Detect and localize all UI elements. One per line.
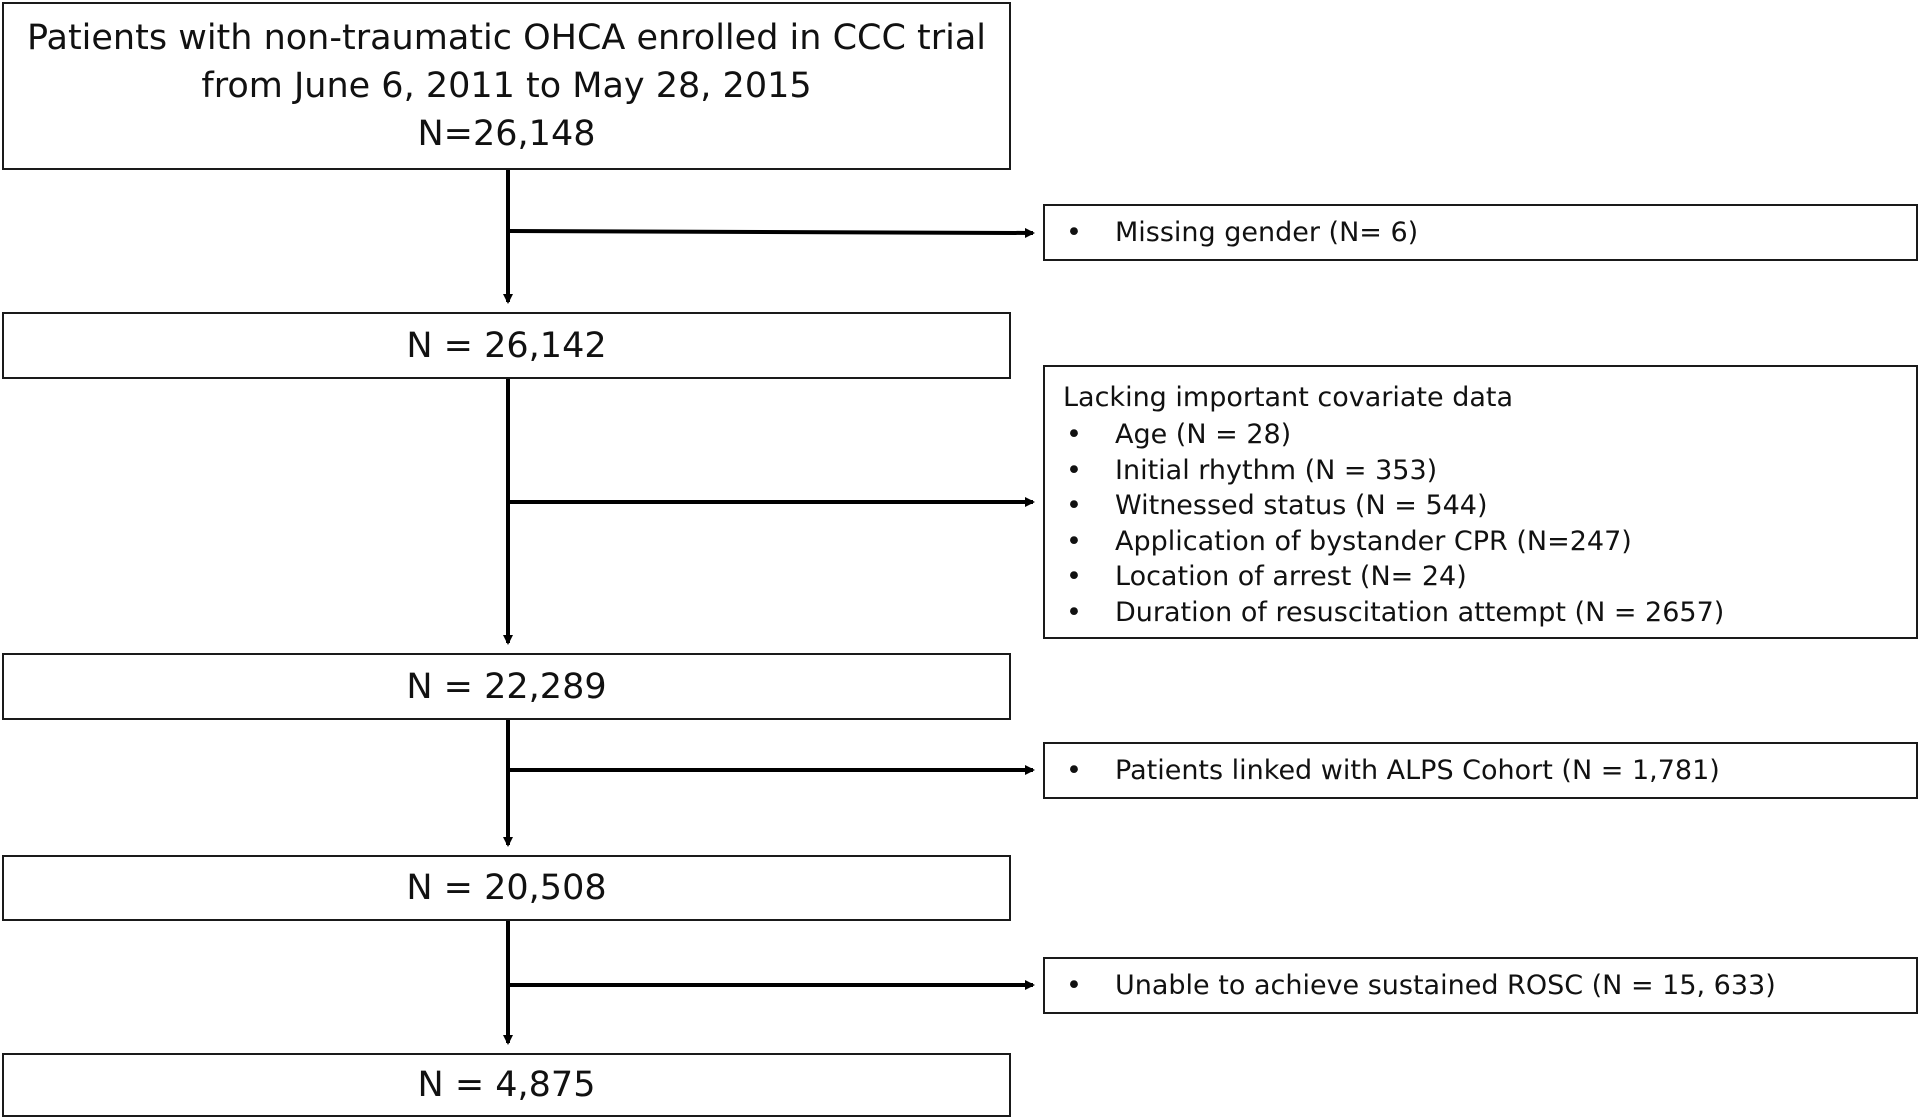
enrollment-count: N=26,148 (417, 114, 596, 154)
bullet-icon: • (1066, 454, 1082, 486)
list-item: • Missing gender (N= 6) (1063, 215, 1418, 251)
exclusion-box-missing-gender: • Missing gender (N= 6) (1043, 204, 1918, 261)
bullet-icon: • (1066, 754, 1082, 786)
list-item: • Age (N = 28) (1063, 417, 1916, 453)
list-item: • Unable to achieve sustained ROSC (N = … (1063, 968, 1776, 1004)
bullet-icon: • (1066, 596, 1082, 628)
exclusion-item-text: Age (N = 28) (1115, 419, 1292, 450)
step-box-1: N = 26,142 (2, 312, 1011, 379)
enrollment-line-1: Patients with non-traumatic OHCA enrolle… (26, 18, 987, 58)
enrollment-box: Patients with non-traumatic OHCA enrolle… (2, 2, 1011, 170)
exclusion-box-rosc: • Unable to achieve sustained ROSC (N = … (1043, 957, 1918, 1014)
exclusion-item-text: Unable to achieve sustained ROSC (N = 15… (1115, 969, 1776, 1001)
step-box-3: N = 20,508 (2, 855, 1011, 921)
list-item: • Patients linked with ALPS Cohort (N = … (1063, 753, 1720, 789)
final-box: N = 4,875 (2, 1053, 1011, 1117)
step-count-1: N = 26,142 (406, 325, 607, 366)
list-item: • Application of bystander CPR (N=247) (1063, 524, 1916, 560)
exclusion-list-3: • Patients linked with ALPS Cohort (N = … (1063, 753, 1720, 789)
list-item: • Duration of resuscitation attempt (N =… (1063, 595, 1916, 631)
exclusion-item-text: Initial rhythm (N = 353) (1115, 454, 1438, 486)
bullet-icon: • (1066, 969, 1082, 1001)
exclusion-list-4: • Unable to achieve sustained ROSC (N = … (1063, 968, 1776, 1004)
list-item: • Location of arrest (N= 24) (1063, 559, 1916, 595)
bullet-icon: • (1066, 525, 1082, 557)
bullet-icon: • (1066, 216, 1082, 248)
exclusion-item-text: Application of bystander CPR (N=247) (1115, 525, 1632, 557)
exclusion-list-1: • Missing gender (N= 6) (1063, 215, 1418, 251)
exclusion-heading: Lacking important covariate data (1063, 382, 1514, 413)
exclusion-item-text: Witnessed status (N = 544) (1115, 490, 1488, 521)
list-item: • Initial rhythm (N = 353) (1063, 453, 1916, 489)
enrollment-line-2: from June 6, 2011 to May 28, 2015 (201, 66, 812, 106)
exclusion-box-alps: • Patients linked with ALPS Cohort (N = … (1043, 742, 1918, 799)
exclusion-list-2: • Age (N = 28) • Initial rhythm (N = 353… (1063, 417, 1916, 630)
horizontal-arrow-1 (507, 227, 1035, 238)
bullet-icon: • (1066, 490, 1082, 521)
final-count: N = 4,875 (417, 1065, 596, 1105)
step-box-2: N = 22,289 (2, 653, 1011, 720)
exclusion-item-text: Duration of resuscitation attempt (N = 2… (1115, 596, 1725, 628)
step-count-2: N = 22,289 (406, 666, 607, 707)
list-item: • Witnessed status (N = 544) (1063, 488, 1916, 524)
exclusion-item-text: Patients linked with ALPS Cohort (N = 1,… (1115, 754, 1720, 786)
bullet-icon: • (1066, 419, 1082, 450)
bullet-icon: • (1066, 561, 1082, 592)
exclusion-item-text: Location of arrest (N= 24) (1115, 561, 1467, 592)
step-count-3: N = 20,508 (406, 868, 607, 908)
exclusion-item-text: Missing gender (N= 6) (1115, 216, 1419, 248)
exclusion-box-covariates: Lacking important covariate data • Age (… (1043, 365, 1918, 639)
